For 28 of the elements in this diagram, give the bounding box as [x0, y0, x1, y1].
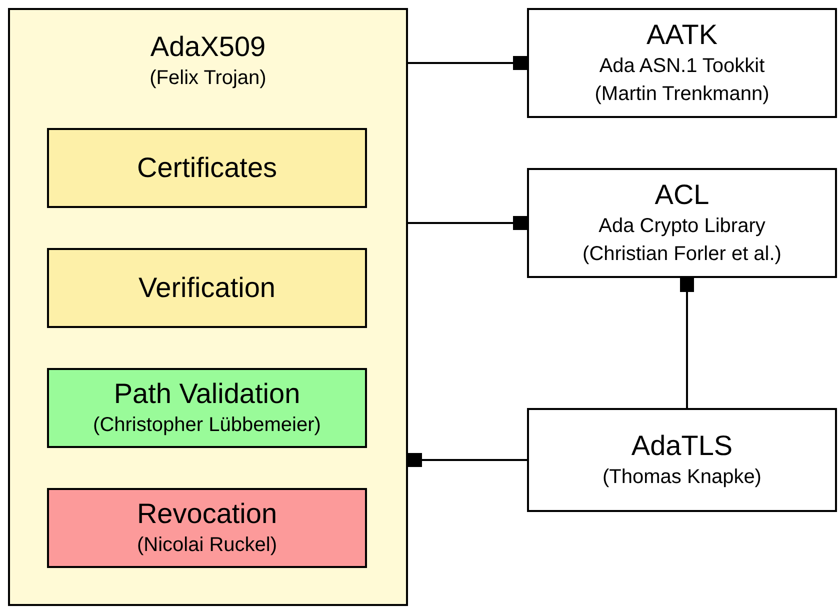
component-box — [47, 368, 367, 448]
component-subtitle: (Felix Trojan) — [150, 66, 266, 91]
component-title: AdaTLS — [631, 429, 733, 463]
connector — [408, 56, 527, 70]
component-title: AdaX509 — [150, 30, 266, 64]
connector — [408, 453, 527, 467]
component-subtitle: (Martin Trenkmann) — [594, 82, 770, 107]
component-subtitle: (Thomas Knapke) — [602, 465, 762, 490]
component-subtitle: Ada Crypto Library — [598, 214, 766, 239]
component-title: ACL — [654, 178, 710, 212]
component-container — [8, 8, 408, 606]
component-subtitle: (Nicolai Ruckel) — [136, 533, 278, 558]
component-title: AATK — [646, 18, 718, 52]
component-box — [527, 168, 837, 278]
component-title: Certificates — [136, 151, 278, 185]
connector — [680, 278, 694, 408]
component-title: Revocation — [136, 497, 278, 531]
component-subtitle: Ada ASN.1 Tookkit — [599, 54, 765, 79]
component-subtitle: (Christopher Lübbemeier) — [93, 413, 321, 438]
component-box — [47, 128, 367, 208]
component-box — [47, 248, 367, 328]
component-title: Verification — [138, 271, 276, 305]
connector — [408, 216, 527, 230]
component-subtitle: (Christian Forler et al.) — [582, 242, 782, 267]
component-box — [527, 408, 837, 512]
component-box — [47, 488, 367, 568]
component-box — [527, 8, 837, 118]
component-title: Path Validation — [114, 377, 300, 411]
